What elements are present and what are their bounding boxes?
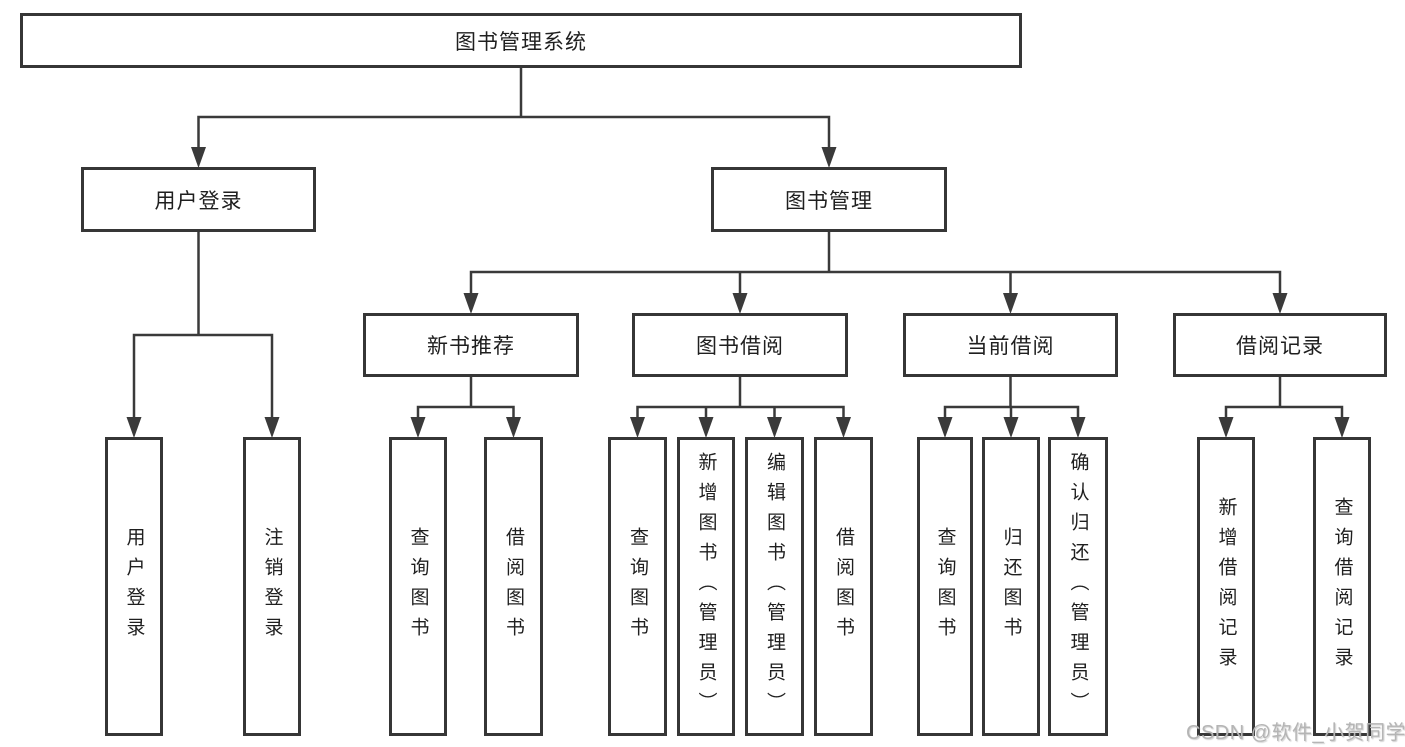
node-leaf-bb-add: 新增图书（管理员） (677, 437, 735, 736)
edge-borrow-record (1218, 374, 1350, 438)
arrowhead-current-borrow (1003, 293, 1018, 314)
node-new-book: 新书推荐 (363, 313, 579, 377)
watermark: CSDN @软件_小贺同学 (1186, 722, 1405, 744)
node-leaf-cb-confirm: 确认归还（管理员） (1048, 437, 1108, 736)
node-leaf-user-login: 用户登录 (105, 437, 163, 736)
arrowhead-leaf-bb-borrow (836, 417, 851, 438)
arrowhead-leaf-bb-edit (767, 417, 782, 438)
arrowhead-leaf-cb-confirm (1070, 417, 1086, 438)
node-book-mgmt: 图书管理 (711, 167, 947, 232)
node-label-current-borrow: 当前借阅 (966, 335, 1055, 358)
edge-current-borrow (937, 374, 1086, 438)
edge-book-borrow (630, 374, 851, 438)
arrowhead-leaf-br-query (1334, 417, 1350, 438)
node-label-book-mgmt: 图书管理 (785, 189, 873, 213)
arrowhead-new-book (463, 293, 479, 314)
arrowhead-leaf-user-login (126, 417, 142, 438)
arrowhead-leaf-bb-add (698, 417, 714, 438)
node-label-borrow-record: 借阅记录 (1236, 335, 1324, 358)
node-label-leaf-bb-add: 新增图书（管理员） (695, 451, 717, 722)
node-label-leaf-nb-query: 查询图书 (407, 526, 429, 647)
edge-lines-book-borrow (636, 374, 845, 422)
edge-root (191, 65, 837, 168)
edge-user-login (126, 229, 280, 438)
node-leaf-nb-borrow: 借阅图书 (484, 437, 543, 736)
node-label-leaf-bb-borrow: 借阅图书 (833, 526, 854, 647)
node-label-new-book: 新书推荐 (427, 335, 515, 358)
arrowhead-leaf-cb-query (937, 417, 953, 438)
edge-lines-current-borrow (943, 374, 1080, 422)
node-leaf-br-query: 查询借阅记录 (1313, 437, 1371, 736)
arrowhead-borrow-record (1272, 293, 1288, 314)
arrowhead-leaf-nb-query (410, 417, 426, 438)
node-leaf-bb-query: 查询图书 (608, 437, 667, 736)
arrowhead-leaf-cb-return (1003, 417, 1019, 438)
edge-lines-root (197, 65, 831, 152)
node-leaf-bb-edit: 编辑图书（管理员） (745, 437, 804, 736)
node-current-borrow: 当前借阅 (903, 313, 1118, 377)
node-label-leaf-bb-query: 查询图书 (627, 526, 648, 647)
arrowhead-leaf-logout (264, 417, 280, 438)
node-leaf-br-add: 新增借阅记录 (1197, 437, 1255, 736)
edge-lines-book-mgmt (469, 229, 1282, 298)
node-label-leaf-cb-return: 归还图书 (1000, 526, 1022, 647)
arrowhead-book-mgmt (821, 147, 837, 168)
arrowhead-leaf-bb-query (630, 417, 645, 438)
edge-lines-user-login (132, 229, 274, 422)
arrowhead-user-login (191, 147, 206, 168)
node-label-root: 图书管理系统 (455, 30, 587, 54)
node-label-leaf-cb-confirm: 确认归还（管理员） (1067, 451, 1089, 722)
node-book-borrow: 图书借阅 (632, 313, 848, 377)
arrowhead-book-borrow (732, 293, 748, 314)
node-label-leaf-user-login: 用户登录 (123, 526, 145, 647)
edge-book-mgmt (463, 229, 1288, 314)
node-borrow-record: 借阅记录 (1173, 313, 1387, 377)
arrowhead-leaf-br-add (1218, 417, 1234, 438)
node-label-user-login: 用户登录 (154, 189, 243, 213)
arrowhead-leaf-nb-borrow (506, 417, 521, 438)
edge-lines-new-book (416, 374, 515, 422)
node-label-leaf-br-query: 查询借阅记录 (1331, 496, 1353, 677)
edge-lines-borrow-record (1224, 374, 1344, 422)
node-label-leaf-bb-edit: 编辑图书（管理员） (764, 451, 785, 722)
node-label-leaf-logout: 注销登录 (261, 526, 283, 647)
node-leaf-nb-query: 查询图书 (389, 437, 447, 736)
node-label-leaf-br-add: 新增借阅记录 (1215, 496, 1237, 677)
node-leaf-logout: 注销登录 (243, 437, 301, 736)
node-root: 图书管理系统 (20, 13, 1022, 68)
node-leaf-bb-borrow: 借阅图书 (814, 437, 873, 736)
node-label-book-borrow: 图书借阅 (696, 335, 784, 358)
node-label-leaf-nb-borrow: 借阅图书 (503, 526, 524, 647)
node-leaf-cb-query: 查询图书 (917, 437, 973, 736)
node-user-login: 用户登录 (81, 167, 316, 232)
edge-new-book (410, 374, 521, 438)
node-leaf-cb-return: 归还图书 (982, 437, 1040, 736)
node-label-leaf-cb-query: 查询图书 (934, 526, 956, 647)
